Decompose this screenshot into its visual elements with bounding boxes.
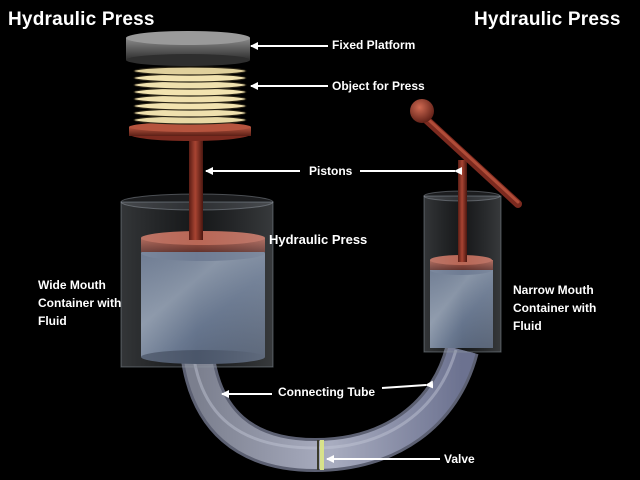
label-fixed-platform: Fixed Platform xyxy=(332,38,416,52)
label-narrow-container-line-1: Narrow Mouth xyxy=(513,283,594,297)
arrow-tube-right xyxy=(381,380,434,389)
title-left: Hydraulic Press xyxy=(8,9,155,30)
label-narrow-container-line-2: Container with xyxy=(513,301,597,315)
label-narrow-container: Narrow Mouth Container with Fluid xyxy=(513,281,623,335)
label-wide-container-line-3: Fluid xyxy=(38,314,67,328)
label-object-for-press: Object for Press xyxy=(332,79,425,93)
label-valve: Valve xyxy=(444,452,475,466)
label-wide-container: Wide Mouth Container with Fluid xyxy=(38,276,138,330)
label-connecting-tube: Connecting Tube xyxy=(278,385,376,399)
large-piston-rod xyxy=(189,140,203,240)
connecting-tube xyxy=(180,345,479,473)
label-pistons: Pistons xyxy=(309,164,353,178)
valve xyxy=(317,440,324,470)
wide-container xyxy=(120,193,274,368)
title-right: Hydraulic Press xyxy=(474,9,621,30)
label-hydraulic-press-center: Hydraulic Press xyxy=(269,232,368,247)
label-wide-container-line-2: Container with xyxy=(38,296,122,310)
fixed-platform xyxy=(126,31,250,66)
label-wide-container-line-1: Wide Mouth xyxy=(38,278,106,292)
object-for-press xyxy=(129,66,251,141)
annotation-arrows xyxy=(205,42,462,463)
label-narrow-container-line-3: Fluid xyxy=(513,319,542,333)
small-piston-lever xyxy=(410,99,522,262)
